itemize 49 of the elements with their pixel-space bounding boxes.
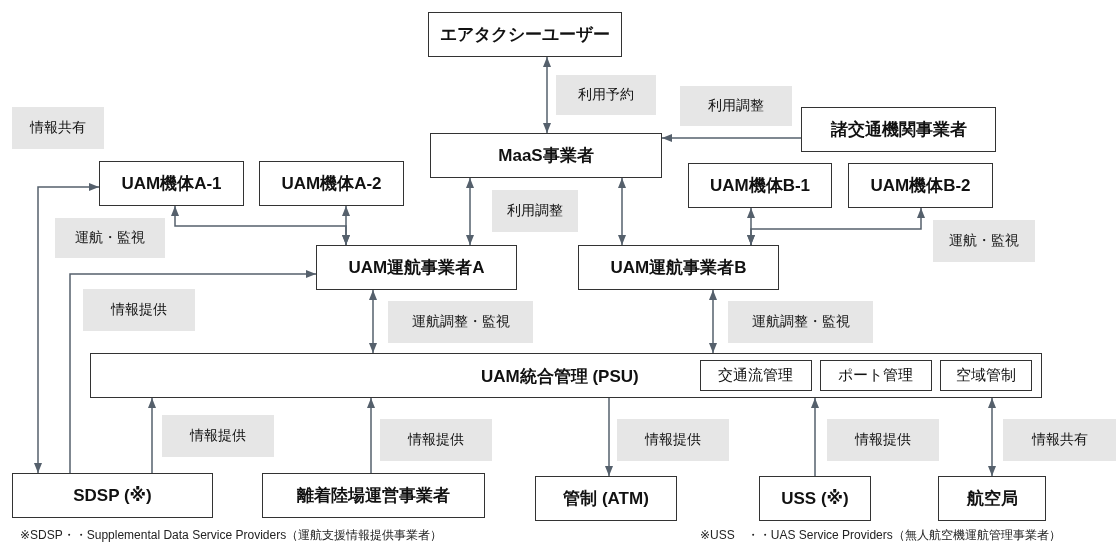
edge-label: 利用調整 bbox=[680, 86, 792, 126]
function-box: 交通流管理 bbox=[699, 359, 812, 391]
arrow bbox=[618, 177, 626, 246]
edge-label: 情報提供 bbox=[162, 415, 274, 457]
edge-label: 情報提供 bbox=[380, 419, 492, 461]
entity-box: USS (※) bbox=[759, 476, 871, 521]
edge-label: 情報提供 bbox=[827, 419, 939, 461]
arrow bbox=[605, 397, 613, 477]
arrow bbox=[34, 183, 100, 474]
edge-label: 運航・監視 bbox=[933, 220, 1035, 262]
arrow bbox=[661, 134, 802, 142]
edge-label: 情報共有 bbox=[1003, 419, 1116, 461]
function-box: 空域管制 bbox=[939, 359, 1032, 391]
management-box bbox=[90, 353, 1042, 398]
entity-box: UAM機体A-2 bbox=[259, 161, 404, 206]
arrow bbox=[543, 56, 551, 134]
arrow bbox=[988, 397, 996, 477]
function-box: ポート管理 bbox=[819, 359, 932, 391]
arrow bbox=[369, 289, 377, 354]
entity-box: UAM機体B-2 bbox=[848, 163, 993, 208]
entity-box: 航空局 bbox=[938, 476, 1046, 521]
entity-box: SDSP (※) bbox=[12, 473, 213, 518]
arrow bbox=[709, 289, 717, 354]
entity-box: UAM機体B-1 bbox=[688, 163, 832, 208]
entity-box: 管制 (ATM) bbox=[535, 476, 677, 521]
edge-label: 利用予約 bbox=[556, 75, 656, 115]
entity-box: 諸交通機関事業者 bbox=[801, 107, 996, 152]
arrow bbox=[466, 177, 474, 246]
edge-label: 情報共有 bbox=[12, 107, 104, 149]
edge-label: 利用調整 bbox=[492, 190, 578, 232]
entity-box: エアタクシーユーザー bbox=[428, 12, 622, 57]
edge-label: 運航調整・監視 bbox=[388, 301, 533, 343]
edge-label: 運航・監視 bbox=[55, 218, 165, 258]
arrow bbox=[367, 397, 375, 474]
edge-label: 情報提供 bbox=[83, 289, 195, 331]
entity-box: UAM運航事業者A bbox=[316, 245, 517, 290]
arrow bbox=[342, 205, 350, 246]
arrow bbox=[148, 397, 156, 474]
box-title: UAM統合管理 (PSU) bbox=[481, 366, 639, 388]
footnote: ※USS ・・UAS Service Providers（無人航空機運航管理事業者） bbox=[700, 527, 1061, 544]
arrow bbox=[69, 270, 317, 474]
edge-label: 運航調整・監視 bbox=[728, 301, 873, 343]
arrow bbox=[747, 207, 925, 246]
entity-box: UAM機体A-1 bbox=[99, 161, 244, 206]
entity-box: UAM運航事業者B bbox=[578, 245, 779, 290]
edge-label: 情報提供 bbox=[617, 419, 729, 461]
entity-box: 離着陸場運営事業者 bbox=[262, 473, 485, 518]
entity-box: MaaS事業者 bbox=[430, 133, 662, 178]
arrow bbox=[811, 397, 819, 477]
